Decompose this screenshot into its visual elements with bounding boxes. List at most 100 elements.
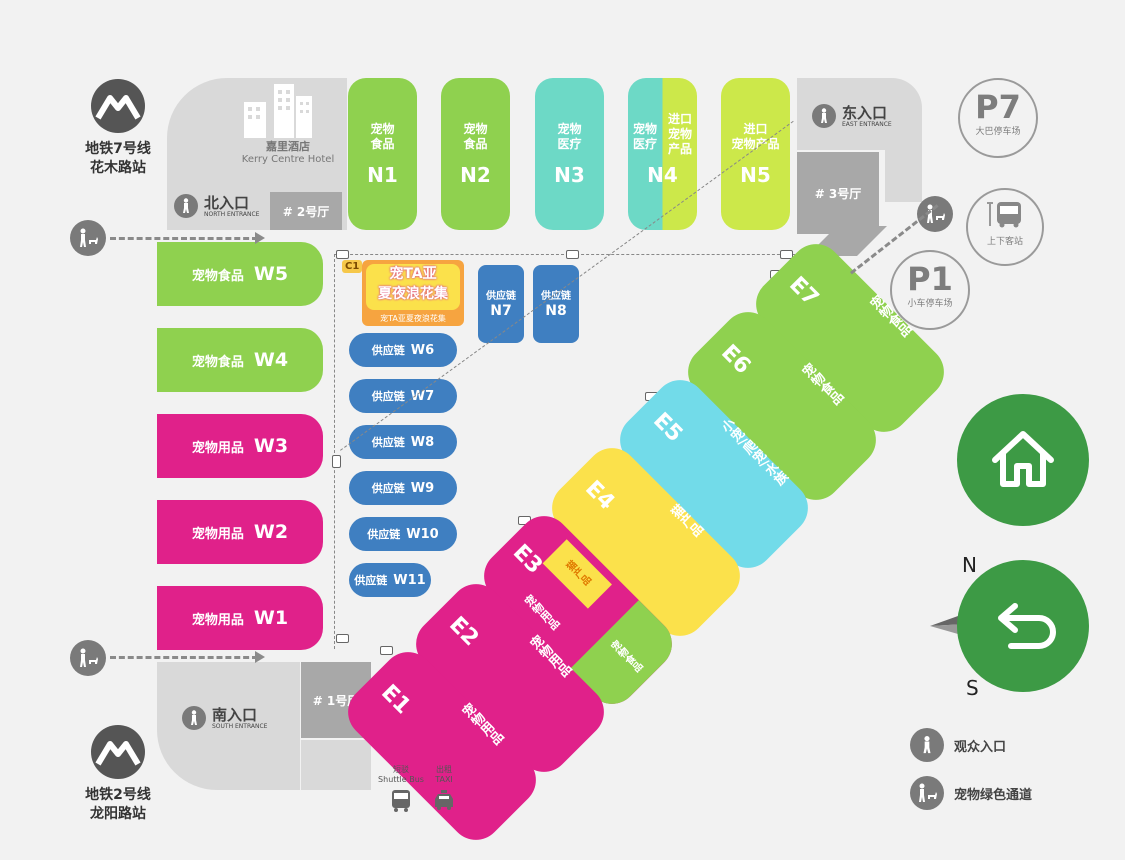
- p7-label: 大巴停车场: [975, 127, 1021, 137]
- bus-icon: [336, 634, 349, 643]
- home-button[interactable]: [957, 394, 1089, 526]
- hall-n4-label-right: 进口 宠物 产品: [667, 112, 692, 156]
- hall-n2-code: N2: [460, 163, 491, 187]
- shuttle-route-top: [335, 254, 795, 255]
- metro-bottom[interactable]: 地铁2号线 龙阳路站: [68, 724, 168, 824]
- p1-label: 小车停车场: [907, 299, 953, 309]
- hall-w6-label: 供应链: [371, 344, 405, 357]
- dog-walker-icon: [70, 220, 106, 256]
- hall-n8-code: N8: [545, 303, 567, 319]
- bus-icon: [987, 202, 1021, 228]
- taxi-stop[interactable]: 出租 TAXI: [426, 765, 462, 816]
- metro-logo-icon: [91, 79, 145, 133]
- c1-code: C1: [342, 260, 363, 273]
- hall-n2-label: 宠物 食品: [463, 122, 488, 151]
- walker-icon: [174, 194, 198, 218]
- hall-w6[interactable]: 供应链 W6: [349, 333, 457, 367]
- dog-walker-icon: [910, 776, 944, 810]
- south-entrance[interactable]: 南入口 SOUTH ENTRANCE: [182, 706, 267, 730]
- south-plaza-2: [301, 740, 371, 790]
- hall-w1[interactable]: 宠物用品 W1: [157, 586, 323, 650]
- hall-w3[interactable]: 宠物用品 W3: [157, 414, 323, 478]
- hall-w2[interactable]: 宠物用品 W2: [157, 500, 323, 564]
- c1-area[interactable]: C1 宠TA亚 夏夜浪花集 宠TA亚夏夜浪花集: [342, 260, 464, 326]
- hall-w1-label: 宠物用品: [191, 612, 244, 628]
- hall-n5-label: 进口 宠物产品: [731, 122, 780, 151]
- p7-parking[interactable]: P7 大巴停车场: [958, 78, 1038, 158]
- hall-w5[interactable]: 宠物食品 W5: [157, 242, 323, 306]
- c1-caption: 宠TA亚夏夜浪花集: [380, 314, 446, 323]
- east-entrance[interactable]: 东入口 EAST ENTRANCE: [812, 104, 892, 128]
- back-button[interactable]: [957, 560, 1089, 692]
- hall-w11[interactable]: 供应链 W11: [349, 563, 431, 597]
- hall-n5[interactable]: 进口 宠物产品 N5: [721, 78, 790, 230]
- hall-w4-label: 宠物食品: [191, 354, 244, 370]
- hall-w11-code: W11: [393, 572, 426, 588]
- hall-n4-code: N4: [647, 163, 678, 187]
- hall-w5-label: 宠物食品: [191, 268, 244, 284]
- north-entrance[interactable]: 北入口 NORTH ENTRANCE: [174, 194, 259, 218]
- dog-walker-icon: [70, 640, 106, 676]
- p1-parking[interactable]: P1 小车停车场: [890, 250, 970, 330]
- hall-w6-code: W6: [410, 342, 435, 358]
- legend-visitor-label: 观众入口: [954, 739, 1007, 755]
- dog-walker-icon: [917, 196, 953, 232]
- hall-w3-label: 宠物用品: [191, 440, 244, 456]
- legend-visitor: 观众入口: [910, 728, 1006, 762]
- hall-w9-label: 供应链: [371, 482, 405, 495]
- hall-w8-label: 供应链: [371, 436, 405, 449]
- bus-stop[interactable]: 上下客站: [966, 188, 1044, 266]
- walker-icon: [910, 728, 944, 762]
- arrow-head: [255, 232, 265, 244]
- bus-stop-label: 上下客站: [986, 237, 1023, 247]
- hall-n2[interactable]: 宠物 食品 N2: [441, 78, 510, 230]
- bus-icon: [336, 250, 349, 259]
- metro-logo-icon: [91, 725, 145, 779]
- hall-w10-label: 供应链: [367, 528, 401, 541]
- east-plaza-2: [885, 150, 922, 202]
- hall-n3-label: 宠物 医疗: [557, 122, 582, 151]
- bus-icon: [566, 250, 579, 259]
- legend-pet: 宠物绿色通道: [910, 776, 1032, 810]
- hall-w10[interactable]: 供应链 W10: [349, 517, 457, 551]
- p7-code: P7: [975, 88, 1021, 126]
- metro-top[interactable]: 地铁7号线 花木路站: [68, 78, 168, 178]
- hotel-name: 嘉里酒店 Kerry Centre Hotel: [241, 140, 335, 165]
- hall-w4-code: W4: [253, 349, 289, 371]
- hall-w5-code: W5: [253, 263, 289, 285]
- shuttle-bus-stop[interactable]: 短驳 Shuttle Bus: [376, 765, 426, 816]
- hall-w4[interactable]: 宠物食品 W4: [157, 328, 323, 392]
- taxi-icon: [435, 790, 453, 810]
- bus-icon: [332, 455, 341, 468]
- hall-n1[interactable]: 宠物 食品 N1: [348, 78, 417, 230]
- legend-pet-label: 宠物绿色通道: [954, 787, 1033, 803]
- hall-n7[interactable]: 供应链 N7: [478, 265, 524, 343]
- hall-w10-code: W10: [406, 526, 439, 542]
- arrow-head: [255, 651, 265, 663]
- south-plaza: [157, 662, 300, 790]
- hall-n3-code: N3: [554, 163, 585, 187]
- hall-n8[interactable]: 供应链 N8: [533, 265, 579, 343]
- hotel-building-icon: [244, 84, 312, 138]
- walker-icon: [182, 706, 206, 730]
- p1-code: P1: [907, 260, 953, 298]
- walker-icon: [812, 104, 836, 128]
- hall-3[interactable]: # 3号厅: [797, 152, 879, 234]
- bus-icon: [380, 646, 393, 655]
- compass-s: S: [966, 676, 979, 700]
- bus-icon: [392, 790, 410, 812]
- pet-channel-arrow-south: [110, 656, 258, 659]
- home-icon: [992, 431, 1054, 487]
- hall-n3[interactable]: 宠物 医疗 N3: [535, 78, 604, 230]
- hall-2[interactable]: # 2号厅: [270, 192, 342, 230]
- hall-n5-code: N5: [740, 163, 771, 187]
- hall-w11-label: 供应链: [354, 574, 388, 587]
- hall-w2-label: 宠物用品: [191, 526, 244, 542]
- hall-n8-label: 供应链: [541, 291, 571, 302]
- hall-n1-code: N1: [367, 163, 398, 187]
- hall-w7-label: 供应链: [371, 390, 405, 403]
- hall-n4[interactable]: 宠物 医疗 进口 宠物 产品 N4: [628, 78, 697, 230]
